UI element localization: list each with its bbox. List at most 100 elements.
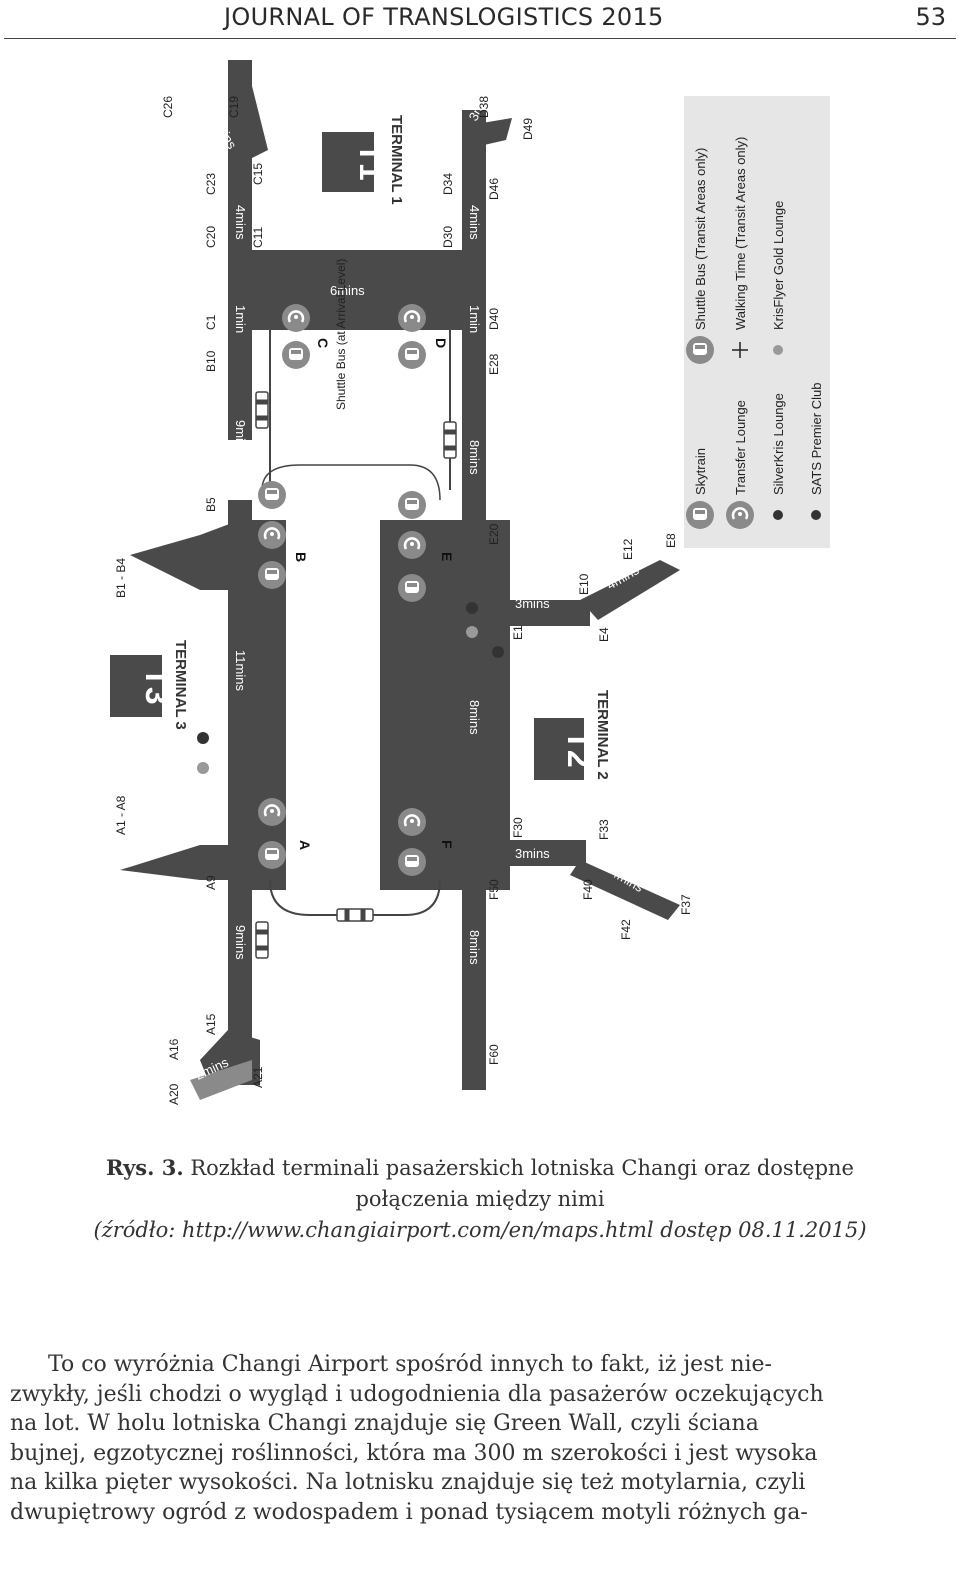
bus-icon [337,909,373,921]
t3-badge-box [110,655,162,717]
gate-label: C20 [204,226,218,248]
gate-label: E10 [577,573,591,595]
gate-label: F50 [487,879,501,900]
walk-time-label: 4mins [233,205,248,240]
gate-label: F42 [619,919,633,940]
gate-label: E1 [511,625,525,640]
gate-label: A1 - A8 [114,795,128,835]
figure-caption: Rys. 3. Rozkład terminali pasażerskich l… [0,1152,960,1246]
gate-label: F60 [487,1044,501,1065]
shuttle-bus-icon [686,336,714,364]
walk-time-label: 8mins [467,930,482,965]
gate-label: E20 [487,523,501,545]
gate-label: A21 [251,1066,265,1088]
caption-source: (źródło: http://www.changiairport.com/en… [93,1218,867,1242]
legend-label: Shuttle Bus (Transit Areas only) [693,148,708,330]
gate-label: D38 [477,96,491,118]
legend-label: Transfer Lounge [733,400,748,495]
walk-time-label: 1min [467,305,482,333]
body-line: bujnej, egzotycznej roślinności, która m… [10,1440,818,1466]
sats-dot-icon [811,510,821,520]
body-paragraph: To co wyróżnia Changi Airport spośród in… [10,1350,950,1527]
skytrain-icon [686,501,714,529]
journal-title: JOURNAL OF TRANSLOGISTICS 2015 [224,3,664,31]
airport-map: T1 TERMINAL 1 T3 TERMINAL 3 T2 TERMINAL … [110,60,830,1105]
walk-time-label: 4mins [467,205,482,240]
gate-label: E28 [487,353,501,375]
walking-time-icon [732,342,748,358]
pier-d-label: D [433,338,449,348]
gate-label: A15 [204,1013,218,1035]
t1-badge: T1 [353,143,389,180]
bus-icon [444,422,456,458]
walk-time-label: 11mins [233,650,248,691]
lounge-dots [197,602,504,774]
walk-time-label: 9mins [233,925,248,960]
page-number: 53 [915,3,946,31]
t2-badge: T2 [561,730,597,767]
gate-label: B5 [204,497,218,512]
pier-e-label: E [439,552,455,561]
body-line: zwykły, jeśli chodzi o wygląd i udogodni… [10,1381,824,1407]
caption-label: Rys. 3. [106,1155,184,1180]
gate-label: E12 [621,538,635,560]
gate-label: F40 [581,879,595,900]
gate-label: A16 [167,1038,181,1060]
shuttle-note: Shuttle Bus (at Arrival Level) [334,259,348,410]
legend-label: KrisFlyer Gold Lounge [771,201,786,330]
gate-label: F37 [679,894,693,915]
walk-time-label: 1min [233,305,248,333]
gate-label: E8 [664,533,678,548]
legend-label: Walking Time (Transit Areas only) [733,137,748,330]
legend-label: SilverKris Lounge [771,393,786,495]
gate-label: D40 [487,308,501,330]
pier-c-label: C [315,338,331,348]
t3-name: TERMINAL 3 [172,640,189,730]
bus-icon [256,922,268,958]
gate-label: C15 [251,163,265,185]
gate-label: A20 [167,1083,181,1105]
running-header: JOURNAL OF TRANSLOGISTICS 2015 53 [0,0,960,40]
gate-label: D46 [487,178,501,200]
transfer-lounge-icon [724,499,756,531]
walk-time-label: 3mins [515,596,550,611]
gate-label: D30 [441,226,455,248]
t2-badge-box [534,718,584,780]
gate-label: D34 [441,173,455,195]
gate-label: F30 [511,817,525,838]
header-rule [4,38,956,39]
t3-badge: T3 [139,667,175,704]
shuttle-route [261,464,441,501]
gate-label: D49 [521,118,535,140]
walk-time-label: 3mins [515,846,550,861]
walk-time-label: 8mins [467,440,482,475]
walk-time-label: 9mins [233,420,248,455]
skytrain-track-south [269,879,441,916]
gate-label: C26 [161,96,175,118]
pier-a-label: A [297,840,313,850]
body-line: na lot. W holu lotniska Changi znajduje … [10,1411,759,1436]
t2-name: TERMINAL 2 [594,690,611,780]
krisflyer-dot-icon [773,345,783,355]
gate-label: C11 [251,227,265,248]
body-line: na kilka pięter wysokości. Na lotnisku z… [10,1470,806,1495]
gate-label: A9 [204,875,218,890]
body-line: To co wyróżnia Changi Airport spośród in… [48,1352,772,1377]
bus-icon [256,392,268,428]
gate-label: F33 [597,819,611,840]
pier-b-label: B [293,552,309,562]
svg-text:Shuttle Bus (at Arrival Level): Shuttle Bus (at Arrival Level) [334,259,348,410]
pier-f-label: F [439,840,455,849]
caption-line-1: Rozkład terminali pasażerskich lotniska … [183,1156,854,1180]
caption-line-2: połączenia między nimi [355,1187,605,1211]
legend-label: Skytrain [693,448,708,495]
legend: Skytrain Transfer Lounge SilverKris Loun… [686,137,824,531]
walk-time-label: 6mins [330,283,365,298]
gate-label: C19 [227,96,241,118]
legend-label: SATS Premier Club [809,383,824,495]
t1-badge-box [322,132,374,192]
gate-label: C1 [204,314,218,330]
body-line: dwupiętrowy ogród z wodospadem i ponad t… [10,1499,808,1525]
gate-label: E4 [597,627,611,642]
t1-name: TERMINAL 1 [388,115,405,205]
